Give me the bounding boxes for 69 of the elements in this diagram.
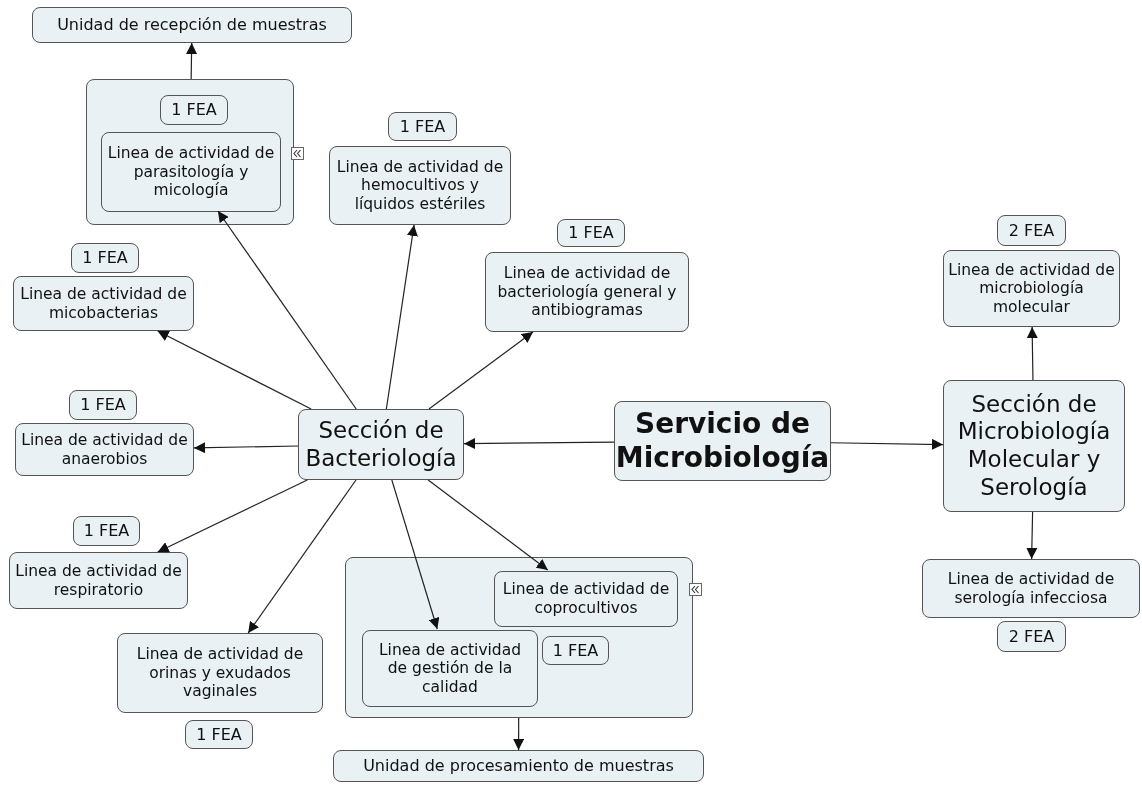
- arrow: [193, 442, 299, 454]
- concept-text: Linea de actividad de parasitología y micología: [106, 144, 276, 200]
- arrow: [385, 224, 418, 410]
- concept-text: Linea de actividad de serología infecciosa: [946, 569, 1116, 608]
- concept-text: Linea de actividad de microbiología molecular: [948, 260, 1115, 317]
- arrow: [157, 479, 308, 553]
- concept-box: [73, 516, 140, 546]
- concept-box: [71, 243, 139, 273]
- concept-box: [997, 215, 1066, 246]
- concept-text: Sección de Bacteriología: [304, 416, 458, 473]
- concept-text: Linea de actividad de hemocultivos y líquidos estériles: [335, 157, 505, 214]
- arrow: [157, 330, 312, 410]
- concept-text: Linea de actividad de respiratorio: [14, 561, 183, 600]
- concept-box: [485, 252, 689, 332]
- arrow: [830, 438, 944, 450]
- concept-box: [388, 112, 457, 141]
- concept-box: [997, 621, 1066, 652]
- group-box: [345, 557, 693, 718]
- concept-text: 1 FEA: [568, 223, 614, 243]
- concept-box: [557, 219, 625, 247]
- concept-text: Servicio de Microbiología: [615, 407, 830, 475]
- concept-text: 1 FEA: [171, 100, 217, 120]
- concept-box: [15, 423, 194, 476]
- arrow: [186, 42, 198, 80]
- concept-box: [614, 401, 831, 481]
- concept-text: Linea de actividad de coprocultivos: [501, 580, 671, 618]
- arrow: [391, 479, 440, 630]
- concept-box: [943, 250, 1120, 327]
- concept-text: Linea de actividad de orinas y exudados vaginales: [135, 645, 305, 701]
- concept-text: Linea de actividad de gestión de la calidad: [377, 640, 523, 697]
- arrow: [427, 479, 549, 571]
- concept-box: [9, 552, 188, 609]
- concept-box: [329, 146, 511, 225]
- concept-text: Linea de actividad de micobacterias: [19, 284, 188, 323]
- concept-box: [362, 630, 538, 707]
- arrow: [1026, 511, 1038, 560]
- concept-box: [160, 95, 228, 125]
- arrow: [1026, 326, 1038, 381]
- arrow: [217, 210, 357, 410]
- arrow: [513, 717, 525, 751]
- concept-text: Linea de actividad de bacteriología general y antibiogramas: [496, 264, 678, 320]
- concept-box: [117, 633, 323, 713]
- concept-box: [494, 571, 678, 627]
- concept-box: [922, 559, 1140, 618]
- concept-text: 1 FEA: [83, 521, 130, 541]
- concept-box: [13, 276, 194, 331]
- concept-box: [69, 390, 137, 420]
- arrow: [463, 438, 615, 450]
- concept-text: Sección de Microbiología Molecular y Serología: [956, 390, 1112, 502]
- concept-box: [333, 750, 704, 782]
- concept-text: Unidad de recepción de muestras: [57, 15, 327, 35]
- concept-text: Linea de actividad de anaerobios: [20, 430, 189, 469]
- concept-box: [943, 380, 1125, 512]
- concept-box: [101, 132, 281, 212]
- concept-box: [32, 7, 352, 43]
- concept-text: 1 FEA: [82, 248, 128, 268]
- concept-text: 1 FEA: [399, 116, 446, 137]
- arrow: [428, 331, 534, 410]
- concept-text: Unidad de procesamiento de muestras: [363, 756, 674, 776]
- concept-box: [298, 409, 464, 480]
- concept-text: 2 FEA: [1008, 220, 1055, 241]
- concept-text: 1 FEA: [552, 640, 599, 661]
- concept-text: 2 FEA: [1008, 626, 1055, 647]
- concept-text: 1 FEA: [80, 395, 126, 415]
- concept-box: [185, 720, 253, 749]
- arrow: [247, 479, 357, 634]
- concept-text: 1 FEA: [196, 724, 242, 745]
- concept-box: [542, 636, 609, 665]
- group-box: [86, 79, 294, 225]
